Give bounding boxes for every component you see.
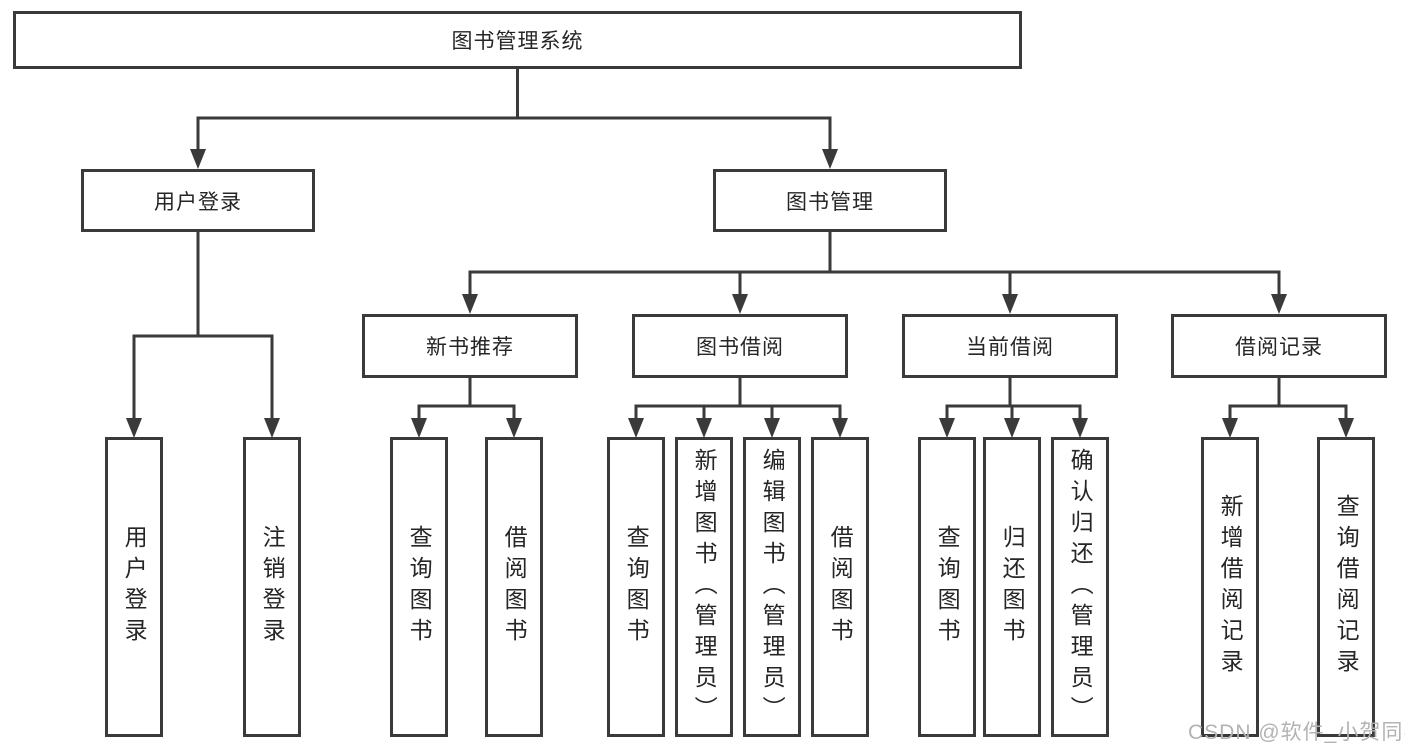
node-current-borrow: 当前借阅 [902,314,1118,378]
node-label: 查询图书 [934,525,961,649]
node-label: 编辑图书（管理员） [759,447,786,727]
node-borrow-records: 借阅记录 [1171,314,1387,378]
leaf-return-books: 归还图书 [983,437,1041,737]
node-label: 新增借阅记录 [1217,494,1244,680]
leaf-edit-books-admin: 编辑图书（管理员） [743,437,801,737]
node-label: 借阅图书 [501,525,528,649]
leaf-user-login: 用户登录 [105,437,163,737]
leaf-add-borrow-record: 新增借阅记录 [1201,437,1259,737]
node-label: 图书管理系统 [451,30,584,53]
leaf-borrow-books-recommend: 借阅图书 [485,437,543,737]
node-label: 新书推荐 [426,336,514,359]
node-label: 确认归还（管理员） [1067,447,1094,727]
node-label: 注销登录 [259,525,286,649]
node-label: 查询图书 [623,525,650,649]
csdn-watermark: CSDN @软件_小贺同学 [1188,721,1405,744]
node-label: 查询借阅记录 [1333,494,1360,680]
node-label: 图书管理 [786,190,874,214]
node-label: 用户登录 [154,190,242,214]
node-library-system: 图书管理系统 [13,11,1022,69]
node-label: 用户登录 [121,525,148,649]
node-new-book-recommend: 新书推荐 [362,314,578,378]
node-book-borrow: 图书借阅 [632,314,848,378]
leaf-logout: 注销登录 [243,437,301,737]
leaf-confirm-return-admin: 确认归还（管理员） [1051,437,1109,737]
leaf-query-borrow-record: 查询借阅记录 [1317,437,1375,737]
node-book-management: 图书管理 [713,169,947,232]
node-label: 查询图书 [406,525,433,649]
node-label: 借阅图书 [827,525,854,649]
node-user-login: 用户登录 [81,169,315,232]
leaf-query-books-current: 查询图书 [918,437,976,737]
node-label: 新增图书（管理员） [691,447,718,727]
leaf-add-books-admin: 新增图书（管理员） [675,437,733,737]
leaf-query-books-recommend: 查询图书 [390,437,448,737]
node-label: 当前借阅 [966,336,1054,359]
leaf-query-books-borrow: 查询图书 [607,437,665,737]
leaf-borrow-books: 借阅图书 [811,437,869,737]
node-label: 图书借阅 [696,336,784,359]
node-label: 借阅记录 [1235,336,1323,359]
node-label: 归还图书 [999,525,1026,649]
